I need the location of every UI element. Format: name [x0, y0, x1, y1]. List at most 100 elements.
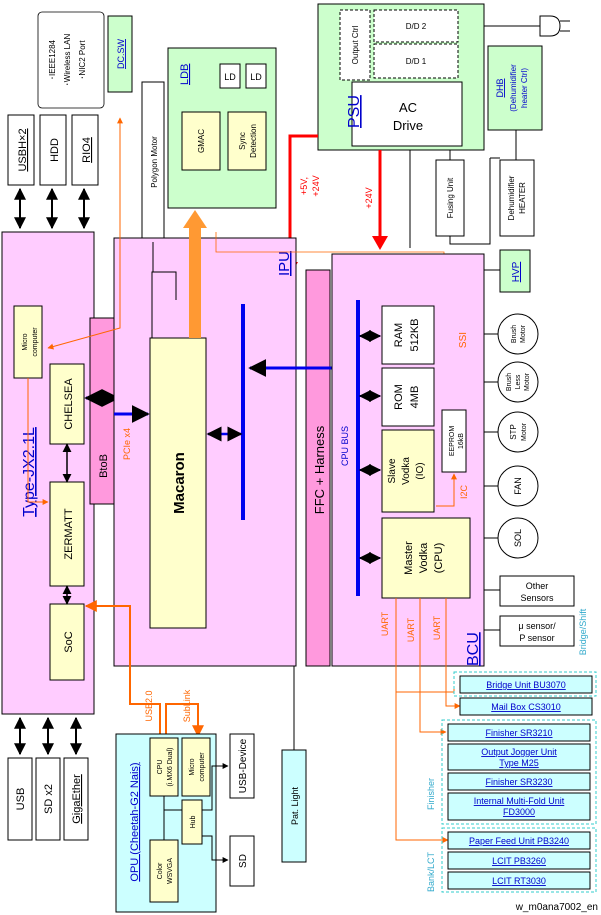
paper-feed-label: Paper Feed Unit PB3240 [469, 836, 569, 846]
type-jx-block: Type-JX2.1L Micro computer CHELSEA ZERMA… [1, 231, 95, 715]
plug-icon [539, 15, 561, 37]
lcit-pb3260-box [447, 851, 591, 870]
bullet-wireless-lan: ･Wireless LAN [63, 34, 72, 87]
lcit-rt3030-label: LCIT RT3030 [492, 876, 546, 886]
macaron-label: Macaron [171, 452, 188, 514]
dd1-label: D/D 1 [406, 57, 427, 66]
external-io-box [37, 11, 105, 109]
opu-hub-box [181, 799, 203, 845]
dhb-sub-label-1: (Dehumidifier [509, 64, 518, 112]
hub-usb-device-link [202, 763, 229, 811]
bank-lct-label: Bank/LCT [426, 851, 436, 892]
ac-label: AC [399, 100, 417, 115]
opu-block: OPU (Cheetah-G2 Nais) CPU (i.MX6 Dual) M… [115, 733, 229, 913]
opu-display-box [149, 839, 179, 903]
lcit-rt3030-box [447, 871, 591, 890]
brushless-label-1: Brush [506, 373, 513, 391]
ldb-label: LDB [179, 64, 191, 85]
opu-cpu-label-1: CPU [157, 760, 164, 775]
output-ctrl-label: Output Ctrl [351, 25, 360, 64]
dcsw-label: DC.SW [116, 38, 126, 69]
gmac-box [181, 111, 221, 171]
bullet-nic2-port: ･NIC2 Port [78, 40, 87, 80]
ld-box-1 [219, 63, 241, 89]
plus5v-label: +5V, [299, 177, 309, 195]
bcu-block: CPU BUS RAM 512KB ROM 4MB Slave Vodka (I… [331, 253, 485, 667]
uart-bank-line [395, 692, 449, 843]
uart-label-1: UART [380, 611, 390, 636]
opu-display-label-2: WSVGA [167, 858, 174, 884]
eeprom-label-1: EEPROM [449, 426, 456, 457]
microcomputer-label-2: computer [32, 327, 39, 357]
heater-label: HEATER [518, 182, 527, 214]
mu-sensor-label-1: μ sensor/ [518, 621, 556, 631]
brush-motor-label-1: Brush [511, 325, 518, 343]
microcomputer-label-1: Micro [22, 333, 29, 350]
ld-label-2: LD [250, 72, 262, 82]
hvp-box [499, 249, 531, 293]
other-sensors-box [499, 575, 575, 607]
other-sensors-label-2: Sensors [520, 593, 554, 603]
usb-device-label: USB-Device [238, 738, 249, 793]
finisher-group-label: Finisher [426, 778, 436, 810]
slave-label-3: (IO) [415, 462, 426, 479]
gmac-label: GMAC [197, 129, 206, 153]
master-label-2: Vodka [418, 542, 430, 573]
other-sensors-label-1: Other [526, 581, 549, 591]
bridge-unit-label: Bridge Unit BU3070 [486, 680, 566, 690]
mail-box-label: Mail Box CS3010 [491, 702, 561, 712]
detection-label: Detection [249, 124, 258, 158]
rom-label-2: 4MB [409, 386, 421, 409]
dd1-box [373, 43, 459, 79]
dhb-sub-label-2: heater Ctrl) [520, 68, 529, 108]
finisher-sr3210-label: Finisher SR3210 [485, 728, 552, 738]
polygon-motor-label: Polygon Motor [150, 136, 159, 188]
i2c-line [436, 473, 457, 507]
ipu-label: IPU [276, 251, 293, 276]
fusing-unit-box [435, 159, 465, 237]
soc-label: SoC [63, 631, 75, 652]
rom-box [381, 367, 435, 427]
pcie-label: PCIe x4 [122, 428, 132, 460]
chelsea-label: CHELSEA [63, 378, 75, 430]
fusing-dhb-line [449, 158, 491, 245]
output-ctrl-box [339, 9, 371, 81]
hub-sd-link [202, 835, 229, 863]
lcit-pb3260-label: LCIT PB3260 [492, 856, 546, 866]
sd-label: SD [238, 854, 249, 868]
multi-fold-box [447, 792, 591, 821]
zermatt-box [49, 481, 85, 587]
usb20-label: USB2.0 [144, 690, 154, 721]
psu-block: Output Ctrl D/D 2 D/D 1 AC Drive PSU [317, 3, 570, 151]
cpu-bus-label: CPU BUS [340, 426, 350, 466]
pat-light-label: Pat. Light [290, 786, 300, 825]
bridge-unit-box [459, 675, 593, 694]
ac-drive-box [351, 81, 463, 147]
psu-to-ipu-power [288, 134, 318, 262]
psu-label: PSU [346, 95, 363, 128]
ffc-harness-label: FFC + Harness [312, 425, 327, 514]
dcsw-micro-link [47, 117, 123, 350]
sync-detection-box [227, 111, 267, 171]
micro-zermatt-link [27, 378, 49, 505]
dehumidifier-label: Dehumidifier [507, 175, 516, 220]
finisher-sr3230-box [447, 772, 591, 791]
microcomputer-box [13, 305, 43, 379]
opu-hub-label: Hub [190, 815, 197, 828]
i2c-label: I2C [459, 485, 469, 500]
dcsw-box [107, 15, 133, 93]
uart-label-3: UART [432, 615, 442, 640]
hvp-label: HVP [511, 261, 522, 282]
fusing-unit-label: Fusing Unit [446, 177, 455, 218]
stp-motor-label-2: Motor [521, 422, 528, 441]
usbh-box [7, 114, 35, 186]
ldb-macaron-bar [189, 226, 201, 338]
bridge-shift-label: Bridge/Shift [578, 608, 588, 655]
usb-box [7, 757, 33, 841]
type-jx-label: Type-JX2.1L [21, 427, 38, 517]
mu-sensor-label-2: P sensor [519, 633, 554, 643]
bridge-group-box [453, 671, 597, 697]
opu-micro-box [181, 737, 211, 797]
dehumidifier-heater-box [499, 159, 535, 237]
usbh-label: USBH×2 [17, 128, 29, 171]
